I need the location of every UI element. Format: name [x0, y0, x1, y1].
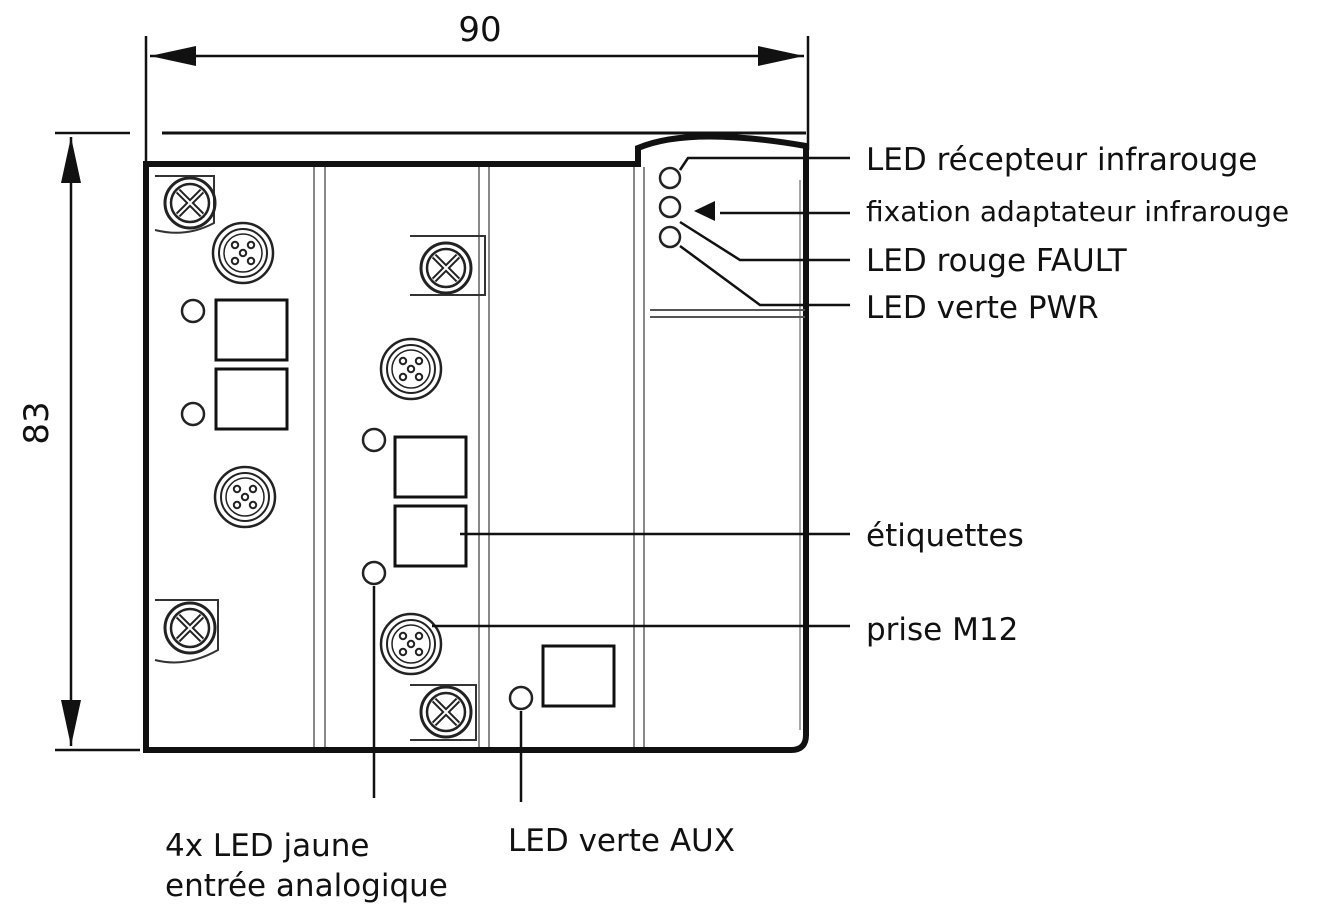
leader-lines: [372, 156, 850, 802]
led-yellow-4: [361, 560, 387, 586]
led-fault: [658, 225, 682, 249]
device-body: [143, 131, 809, 753]
led-yellow-2: [180, 401, 206, 427]
m12-socket-2: [213, 465, 277, 529]
callout-ir-adapter-fixing: fixation adaptateur infrarouge: [866, 195, 1289, 228]
screw-bottom-left: [154, 599, 219, 664]
screw-middle-bottom: [410, 684, 477, 741]
callout-led-fault: LED rouge FAULT: [866, 243, 1128, 279]
screw-top-left: [154, 175, 215, 234]
callout-led-ir-receiver: LED récepteur infrarouge: [866, 142, 1257, 178]
callout-led-aux: LED verte AUX: [508, 823, 735, 859]
ir-adapter-arrow: [694, 201, 715, 221]
callout-led-pwr: LED verte PWR: [866, 290, 1099, 326]
led-yellow-1: [180, 298, 206, 324]
callout-m12-socket: prise M12: [866, 612, 1018, 648]
height-dimension: 83: [17, 131, 140, 752]
ir-adapter-point: [658, 195, 682, 219]
led-aux: [508, 685, 534, 711]
callout-labels: étiquettes: [866, 518, 1024, 554]
m12-socket-1: [211, 221, 275, 285]
label-window-4: [393, 504, 468, 568]
label-window-3: [393, 435, 468, 499]
m12-socket-3: [379, 337, 443, 401]
label-window-1: [214, 298, 289, 362]
label-window-5: [541, 644, 616, 708]
height-label: 83: [17, 401, 57, 444]
screw-middle-top: [410, 235, 486, 296]
led-yellow-3: [361, 427, 387, 453]
label-window-2: [214, 367, 289, 431]
callout-led-yellow-line1: 4x LED jaune: [165, 828, 369, 864]
callout-led-yellow-line2: entrée analogique: [165, 868, 448, 904]
width-dimension: 90: [144, 10, 810, 162]
led-ir-receiver: [658, 166, 682, 190]
m12-socket-4: [379, 612, 443, 676]
width-label: 90: [458, 10, 501, 50]
